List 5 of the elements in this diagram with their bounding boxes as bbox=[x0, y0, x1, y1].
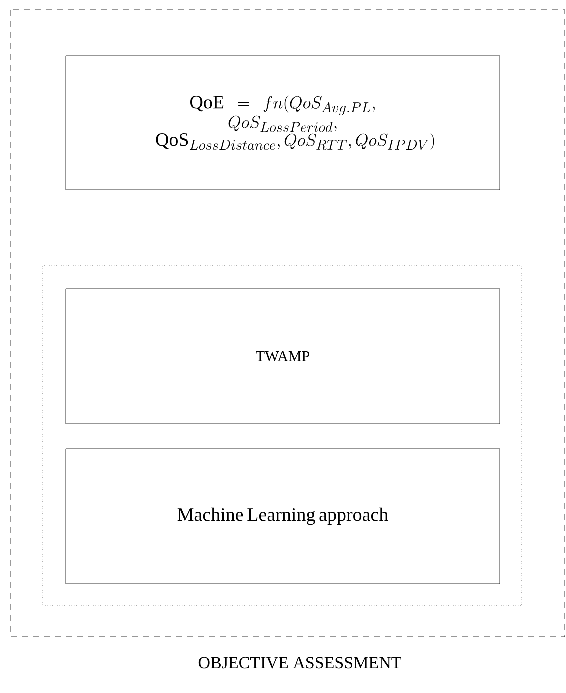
text-box: Machine Learning approach bbox=[66, 448, 500, 584]
formula-box: $\mathrm{QoE} = \allowbreak fn(QoS_{Avg.PL}, \allowbreak QoS_{LossPeriod}, \allowbreak \mathrm{QoS}_{LossDistance}, QoS_{RTT}, QoS_{IPDV})$ bbox=[66, 56, 500, 190]
dotted-frame bbox=[42, 266, 522, 606]
text-box: TWAMP bbox=[66, 288, 500, 424]
node-label: OBJECTIVE ASSESSMENT bbox=[198, 657, 402, 669]
